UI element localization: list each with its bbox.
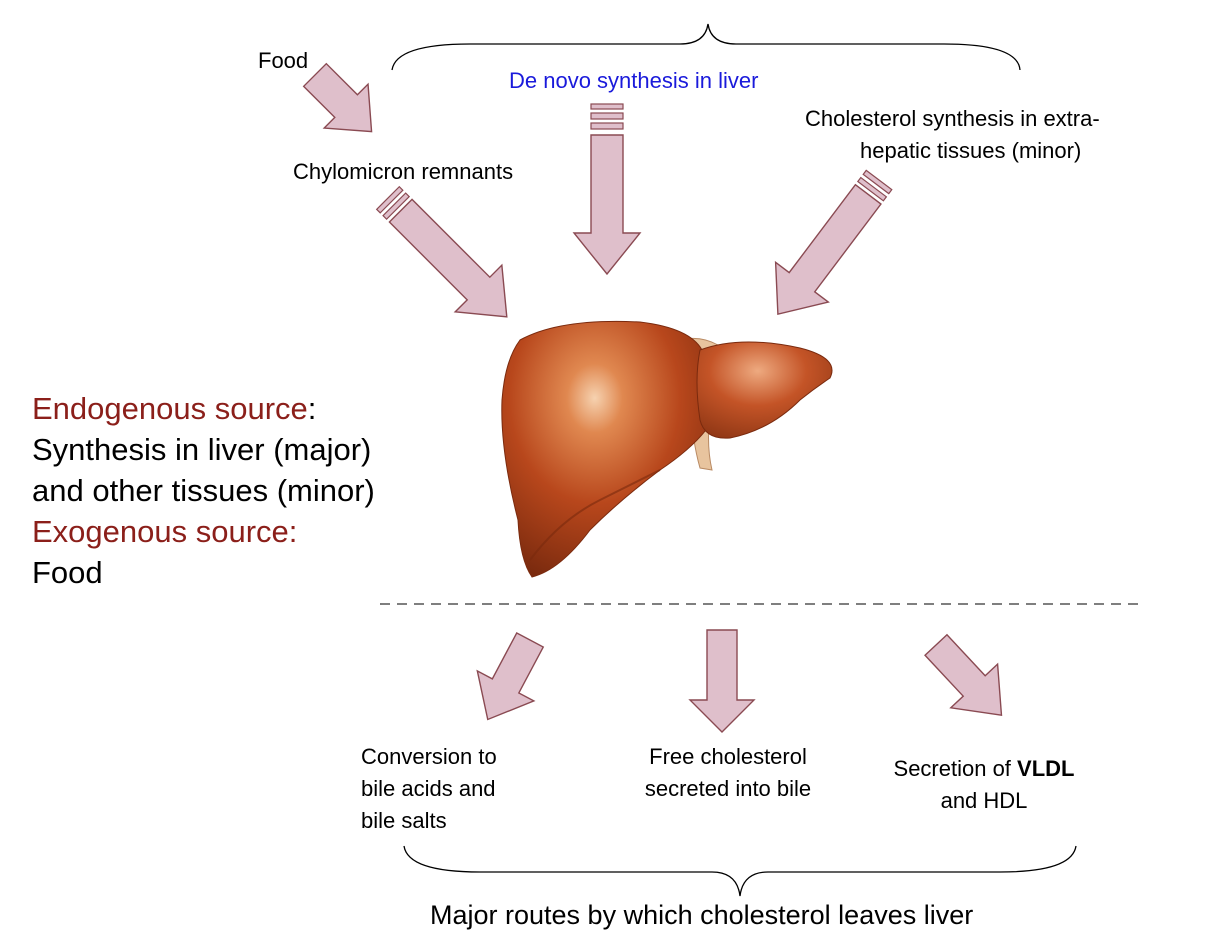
exogenous-heading: Exogenous source: [32,514,298,549]
vldl-bold: VLDL [1017,756,1075,781]
free-cholesterol-line2: secreted into bile [644,776,812,801]
exogenous-line1: Food [32,555,103,590]
routes-title: Major routes by which cholesterol leaves… [430,900,974,930]
vldl-label: Secretion of VLDL and HDL [864,753,1104,817]
endogenous-colon: : [307,391,317,426]
extrahepatic-arrow [774,169,893,316]
chylomicron-arrow [376,186,508,318]
vldl-arrow [924,633,1003,717]
endogenous-line1: Synthesis in liver (major) [32,432,372,467]
bottom-brace [403,845,1077,897]
vldl-prefix: Secretion of [893,756,1018,781]
extrahepatic-label-line2: hepatic tissues (minor) [860,138,1082,163]
free-cholesterol-arrow [688,629,756,733]
source-summary: Endogenous source: Synthesis in liver (m… [32,388,375,593]
liver-illustration [501,320,833,578]
bile-acids-line1: Conversion to [361,744,497,769]
bile-acids-arrow [476,632,545,721]
food-label: Food [258,48,309,73]
bile-acids-label: Conversion to bile acids and bile salts [361,741,497,837]
extrahepatic-label-line1: Cholesterol synthesis in extra- [805,106,1100,131]
bile-acids-line3: bile salts [361,808,447,833]
chylomicron-label: Chylomicron remnants [293,159,514,184]
endogenous-line2: and other tissues (minor) [32,473,375,508]
top-brace [391,23,1021,71]
bile-acids-line2: bile acids and [361,776,496,801]
de-novo-label: De novo synthesis in liver [509,68,759,93]
food-arrow [302,62,373,133]
endogenous-heading: Endogenous source [32,391,308,426]
de-novo-arrow [572,103,642,276]
vldl-line2: and HDL [940,788,1028,813]
free-cholesterol-line1: Free cholesterol [649,744,807,769]
free-cholesterol-label: Free cholesterol secreted into bile [618,741,838,805]
